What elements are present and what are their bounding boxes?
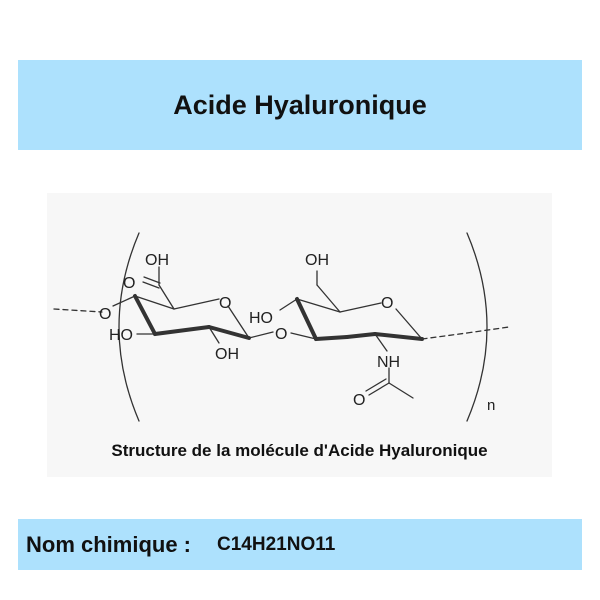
- molecule-figure: OH O O O HO OH O OH O HO NH O n Structur…: [47, 193, 552, 477]
- atom-ring1-oh: OH: [215, 346, 239, 363]
- atom-carbonyl-o: O: [123, 275, 135, 292]
- atom-glycosidic-o: O: [275, 326, 287, 343]
- chemical-name-banner: Nom chimique : C14H21NO11: [18, 519, 582, 570]
- repeat-subscript-n: n: [487, 397, 495, 414]
- title-banner: Acide Hyaluronique: [18, 60, 582, 150]
- chemical-formula-value: C14H21NO11: [217, 533, 336, 555]
- atom-oh-top-1: OH: [145, 252, 169, 269]
- hyaluronic-acid-structure-diagram: OH O O O HO OH O OH O HO NH O n: [53, 232, 510, 422]
- figure-caption: Structure de la molécule d'Acide Hyaluro…: [111, 441, 488, 460]
- chemical-name-label: Nom chimique :: [26, 531, 192, 557]
- atom-acetyl-o: O: [353, 392, 365, 409]
- right-bracket: [466, 232, 488, 422]
- atom-link-o: O: [99, 306, 111, 323]
- left-bracket: [118, 232, 140, 422]
- atom-ring2-ho: HO: [249, 310, 273, 327]
- atom-ring2-o: O: [381, 295, 393, 312]
- atom-ring1-ho: HO: [109, 327, 133, 344]
- page-title: Acide Hyaluronique: [173, 89, 427, 120]
- atom-ring1-o: O: [219, 295, 231, 312]
- atom-oh-top-2: OH: [305, 252, 329, 269]
- atom-nh: NH: [377, 354, 400, 371]
